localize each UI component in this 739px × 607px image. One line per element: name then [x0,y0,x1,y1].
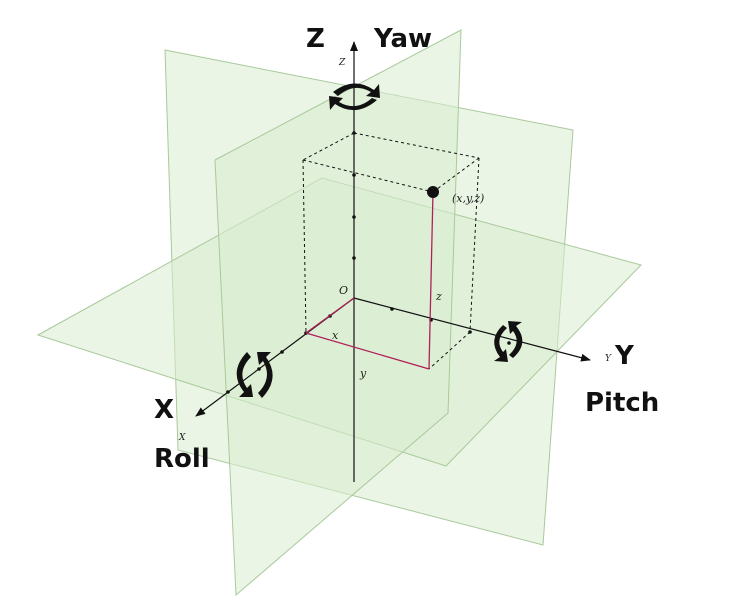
x-axis-big-label: X [154,395,174,425]
x-component-line [305,297,355,334]
z-component-line [428,191,434,370]
y-axis-big-label: Y [614,341,635,371]
y-axis-small-label: Y [605,354,612,364]
roll-rotation-icon [236,352,273,398]
x-axis-small-label: X [178,433,186,443]
x-component-label: x [332,329,339,342]
xz-plane [214,29,462,597]
point-label: (x,y,z) [452,192,484,205]
y-component-line [305,332,430,370]
roll-label: Roll [154,444,210,474]
yaw-rotation-icon [329,83,380,111]
point-marker [427,186,439,198]
y-component-label: y [359,367,367,380]
origin-label: O [339,284,348,297]
component-lines [305,191,434,370]
pitch-label: Pitch [585,388,659,418]
z-component-label: z [435,290,442,303]
z-axis-big-label: Z [306,24,325,54]
z-axis-small-label: Z [338,58,346,68]
yaw-label: Yaw [373,24,432,54]
planes [36,29,642,597]
pitch-rotation-icon [494,321,523,362]
